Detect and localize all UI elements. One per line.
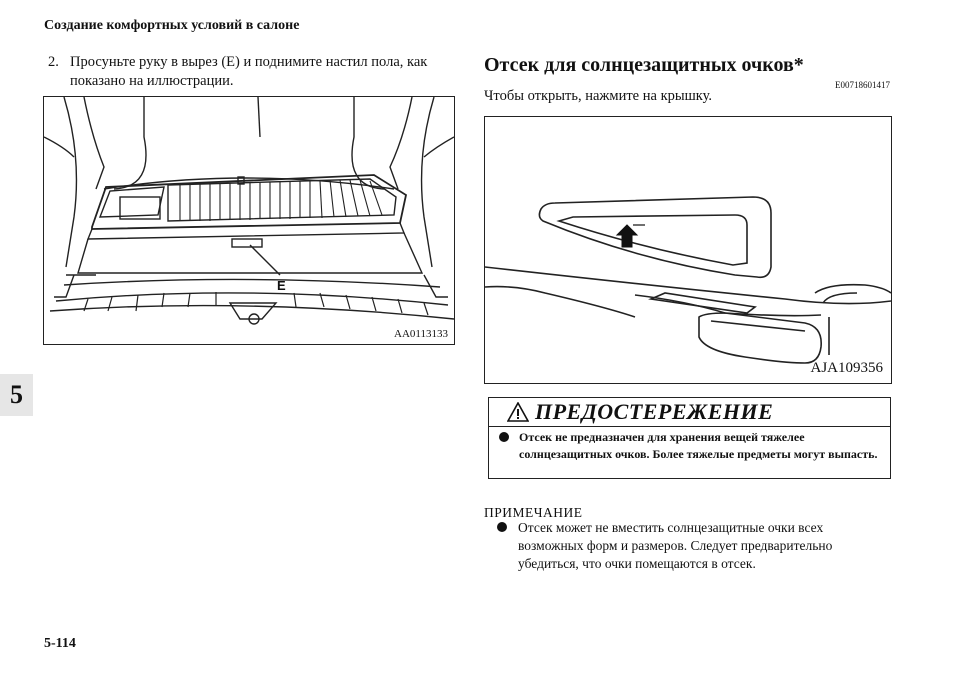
running-header: Создание комфортных условий в салоне (44, 18, 300, 33)
step-number: 2. (48, 54, 59, 70)
instruction-step: 2. Просуньте руку в вырез (E) и поднимит… (48, 53, 448, 91)
note-block: Отсек может не вместить солнцезащитные о… (497, 519, 892, 573)
warning-text: Отсек не предназначен для хранения вещей… (519, 430, 878, 461)
cargo-floor-illustration: E AA0113133 (43, 96, 455, 345)
bullet-icon (499, 432, 509, 442)
warning-header: ПРЕДОСТЕРЕЖЕНИЕ (489, 398, 890, 427)
figure-code: AA0113133 (394, 328, 448, 340)
warning-triangle-icon (506, 401, 530, 427)
figure-callout-e: E (277, 278, 286, 293)
page-number: 5-114 (44, 636, 76, 651)
warning-box: ПРЕДОСТЕРЕЖЕНИЕ Отсек не предназначен дл… (488, 397, 891, 479)
section-title: Отсек для солнцезащитных очков* (484, 54, 804, 76)
sunglasses-holder-drawing (485, 196, 891, 364)
bullet-icon (497, 522, 507, 532)
step-text: Просуньте руку в вырез (E) и поднимите н… (70, 54, 428, 89)
section-intro: Чтобы открыть, нажмите на крышку. (484, 88, 713, 104)
warning-text-block: Отсек не предназначен для хранения вещей… (499, 429, 879, 463)
sunglasses-holder-illustration: AJA109356 (484, 116, 892, 384)
note-heading: ПРИМЕЧАНИЕ (484, 505, 583, 520)
section-code: E00718601417 (835, 80, 890, 90)
cargo-floor-drawing: E (44, 97, 454, 325)
warning-title: ПРЕДОСТЕРЕЖЕНИЕ (535, 399, 774, 424)
note-text: Отсек может не вместить солнцезащитные о… (518, 520, 833, 571)
figure-code: AJA109356 (810, 360, 883, 376)
chapter-tab: 5 (0, 374, 33, 416)
